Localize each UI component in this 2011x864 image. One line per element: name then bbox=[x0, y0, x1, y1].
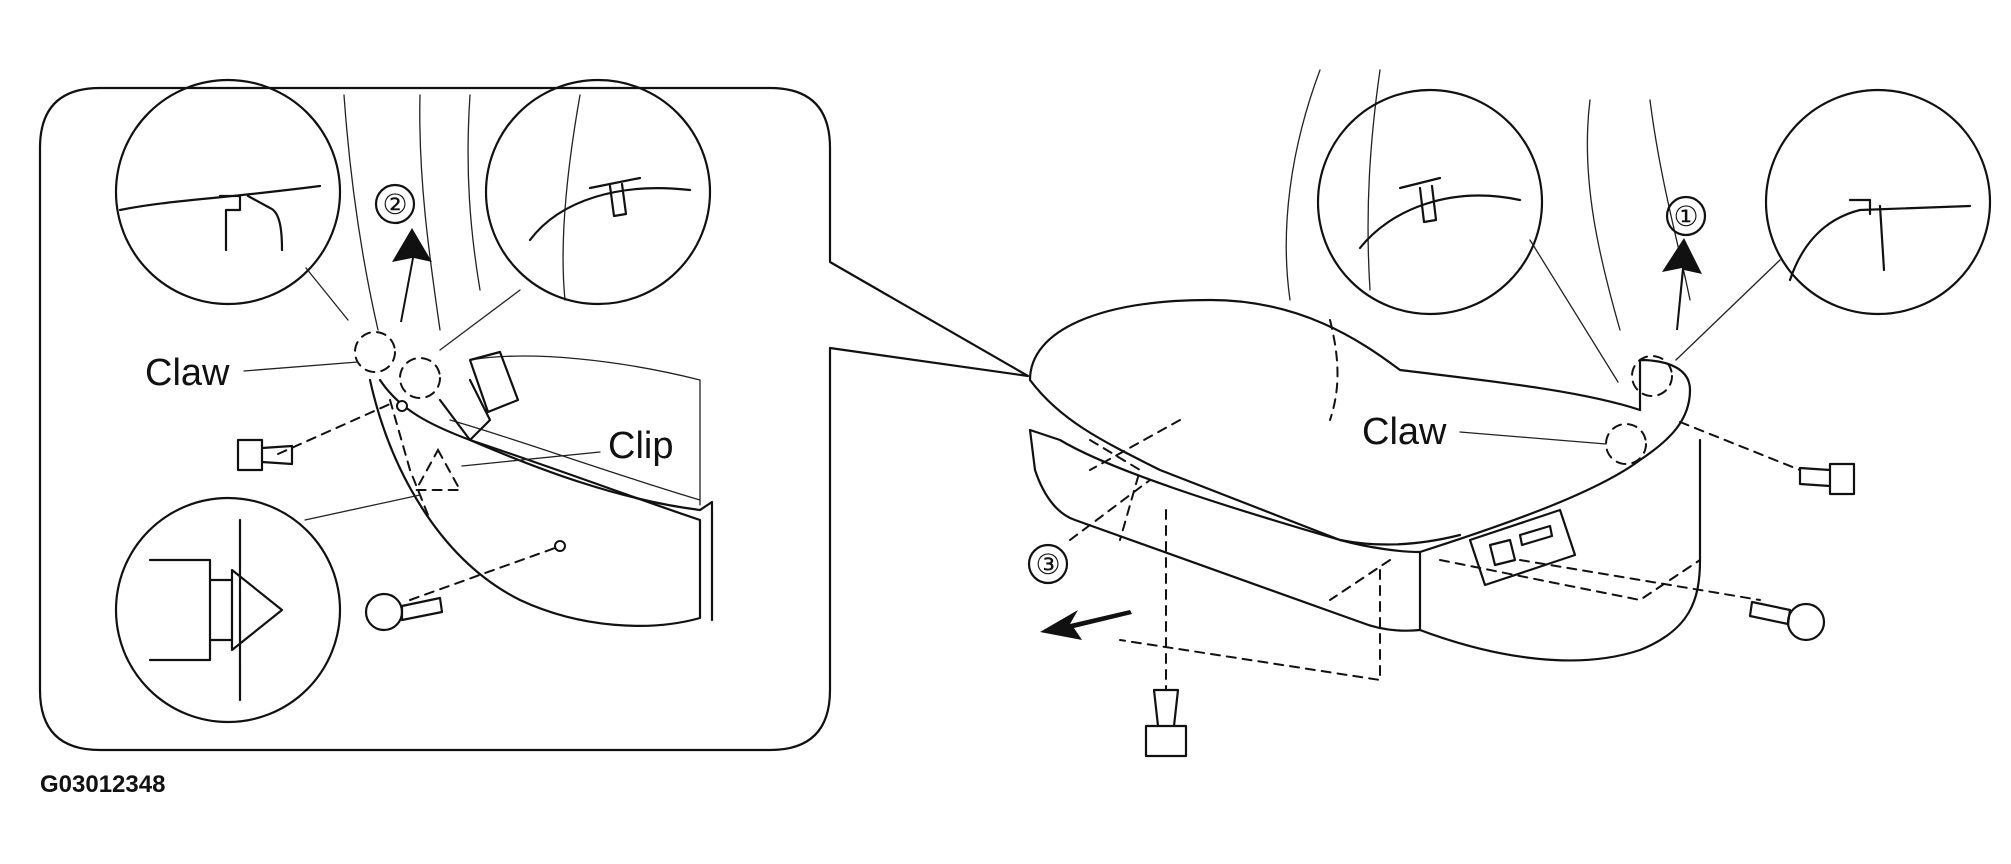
trim-hidden-edge-right-2 bbox=[1089, 319, 1701, 602]
claw-detail-circle-left bbox=[114, 78, 342, 306]
claw-marker-right-1 bbox=[1631, 355, 1673, 397]
step-3-number: ③ bbox=[1035, 549, 1060, 580]
screw-hole-left-upper bbox=[396, 400, 408, 412]
seat-cushion-top-right bbox=[1028, 298, 1642, 546]
figure-code: G03012348 bbox=[40, 771, 165, 798]
step-2-badge bbox=[374, 183, 416, 225]
arrow-up-icon bbox=[392, 228, 432, 322]
claw-detail-circle-right-1 bbox=[1316, 88, 1544, 316]
claw-label-right: Claw bbox=[1362, 411, 1447, 453]
power-seat-switch bbox=[1468, 508, 1577, 587]
clip-symbol-icon bbox=[414, 447, 462, 491]
seat-cushion-edge-left bbox=[468, 438, 714, 622]
leader-claw-label-right bbox=[1459, 431, 1607, 445]
claw-marker-left-2 bbox=[399, 357, 441, 399]
clip-detail-circle-top bbox=[484, 78, 712, 306]
detail-panel bbox=[38, 78, 1030, 752]
detail-panel-frame bbox=[38, 86, 1030, 752]
step-1-badge bbox=[1665, 195, 1707, 237]
bolt-icon bbox=[1144, 688, 1188, 758]
claw-detail-profile-left bbox=[118, 184, 322, 252]
claw-detail-profile-right-2 bbox=[1788, 198, 1972, 282]
claw-label-left: Claw bbox=[145, 352, 230, 394]
seat-back-outline-right bbox=[1285, 69, 1691, 331]
claw-marker-right-2 bbox=[1605, 423, 1647, 465]
clip-detail-profile-bottom bbox=[148, 518, 284, 702]
screw-path-left-upper bbox=[277, 403, 391, 455]
trim-hidden-edge-right bbox=[1069, 439, 1391, 682]
clip-detail-circle-bottom bbox=[114, 496, 342, 724]
seat-belt-buckle bbox=[438, 350, 520, 442]
arrow-down-left-icon bbox=[1040, 610, 1132, 640]
trim-hidden-edge-left bbox=[389, 399, 431, 521]
seat-assembly-right bbox=[1027, 69, 1992, 758]
seat-back-outline-left bbox=[343, 94, 581, 331]
seat-side-outline-left bbox=[368, 378, 702, 627]
step-1-number: ① bbox=[1673, 201, 1698, 232]
leader-clip bbox=[461, 451, 601, 467]
leader-clip-circle-bottom bbox=[304, 494, 421, 521]
seat-front-panel-right bbox=[1028, 428, 1422, 632]
claw-detail-circle-right-2 bbox=[1764, 88, 1992, 316]
screw-path-right-upper bbox=[1679, 421, 1801, 471]
claw-marker-left-1 bbox=[354, 331, 396, 373]
step-3-badge bbox=[1027, 543, 1069, 585]
step-2-number: ② bbox=[382, 189, 407, 220]
screw-path-right-lower bbox=[1519, 559, 1761, 601]
claw-detail-profile-right-1 bbox=[1358, 176, 1522, 250]
bolt-icon bbox=[1798, 462, 1856, 496]
leader-claw-circle-left bbox=[305, 267, 349, 321]
seat-side-panel-right bbox=[1418, 358, 1702, 662]
leader-clip-circle-top bbox=[439, 289, 521, 351]
leader-claw-circle-right-1 bbox=[1529, 239, 1619, 383]
screw-hole-left-lower bbox=[554, 540, 566, 552]
bolt-icon bbox=[236, 438, 294, 472]
leader-claw-label-left bbox=[243, 361, 359, 372]
screw-icon bbox=[1748, 600, 1826, 642]
arrow-up-icon bbox=[1662, 238, 1702, 330]
clip-detail-profile-top bbox=[528, 176, 692, 242]
screw-icon bbox=[364, 592, 444, 632]
leader-claw-circle-right-2 bbox=[1675, 259, 1781, 361]
clip-label: Clip bbox=[608, 425, 673, 467]
screw-path-left-lower bbox=[409, 547, 556, 601]
